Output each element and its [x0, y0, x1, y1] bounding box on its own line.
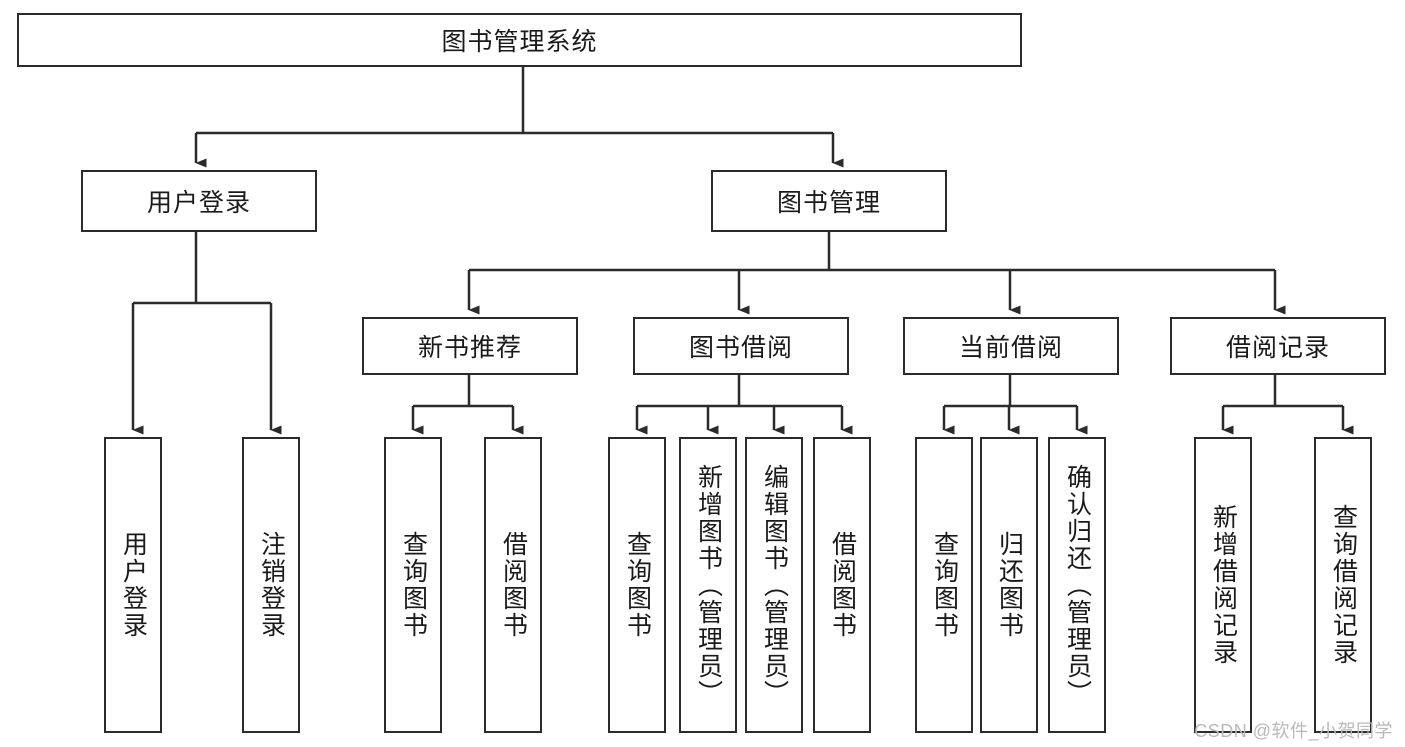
leaf-query-borrow-record[interactable]: 查询借阅记录 [1314, 437, 1372, 733]
leaf-user-logout[interactable]: 注销登录 [242, 437, 300, 733]
leaf-borrow-books[interactable]: 借阅图书 [813, 437, 871, 733]
node-label: 新书推荐 [417, 334, 522, 362]
node-user-login[interactable]: 用户登录 [81, 170, 317, 232]
watermark-text: CSDN @软件_小贺同学 [1194, 721, 1393, 741]
node-root-system[interactable]: 图书管理系统 [17, 13, 1022, 67]
node-label: 借阅图书 [499, 531, 528, 639]
leaf-add-borrow-record[interactable]: 新增借阅记录 [1194, 437, 1252, 733]
node-new-book-recommend[interactable]: 新书推荐 [362, 317, 578, 375]
leaf-query-books-borrow[interactable]: 查询图书 [608, 437, 666, 733]
leaf-borrow-books-recommend[interactable]: 借阅图书 [484, 437, 542, 733]
node-label: 注销登录 [257, 531, 286, 639]
node-current-borrow[interactable]: 当前借阅 [903, 317, 1119, 375]
node-book-management[interactable]: 图书管理 [711, 170, 947, 232]
leaf-edit-book-admin[interactable]: 编辑图书（管理员） [745, 437, 803, 733]
leaf-return-books[interactable]: 归还图书 [980, 437, 1038, 733]
leaf-add-book-admin[interactable]: 新增图书（管理员） [679, 437, 737, 733]
leaf-confirm-return-admin[interactable]: 确认归还（管理员） [1048, 437, 1106, 733]
node-label: 图书管理系统 [441, 28, 598, 56]
node-label: 查询图书 [623, 531, 652, 639]
leaf-query-books-current[interactable]: 查询图书 [915, 437, 973, 733]
node-label: 图书管理 [776, 189, 881, 217]
leaf-query-books-recommend[interactable]: 查询图书 [384, 437, 442, 733]
node-label: 确认归还（管理员） [1063, 463, 1092, 707]
node-label: 当前借阅 [958, 334, 1063, 362]
leaf-user-login[interactable]: 用户登录 [104, 437, 162, 733]
node-borrow-record[interactable]: 借阅记录 [1170, 317, 1386, 375]
node-label: 借阅图书 [828, 531, 857, 639]
node-label: 新增借阅记录 [1209, 504, 1238, 666]
node-label: 用户登录 [146, 189, 251, 217]
node-label: 编辑图书（管理员） [760, 463, 789, 707]
node-book-borrow[interactable]: 图书借阅 [633, 317, 849, 375]
node-label: 归还图书 [995, 531, 1024, 639]
node-label: 新增图书（管理员） [694, 463, 723, 707]
node-label: 查询借阅记录 [1329, 504, 1358, 666]
node-label: 用户登录 [119, 531, 148, 639]
node-label: 图书借阅 [688, 334, 793, 362]
node-label: 查询图书 [930, 531, 959, 639]
node-label: 借阅记录 [1225, 334, 1330, 362]
node-label: 查询图书 [399, 531, 428, 639]
